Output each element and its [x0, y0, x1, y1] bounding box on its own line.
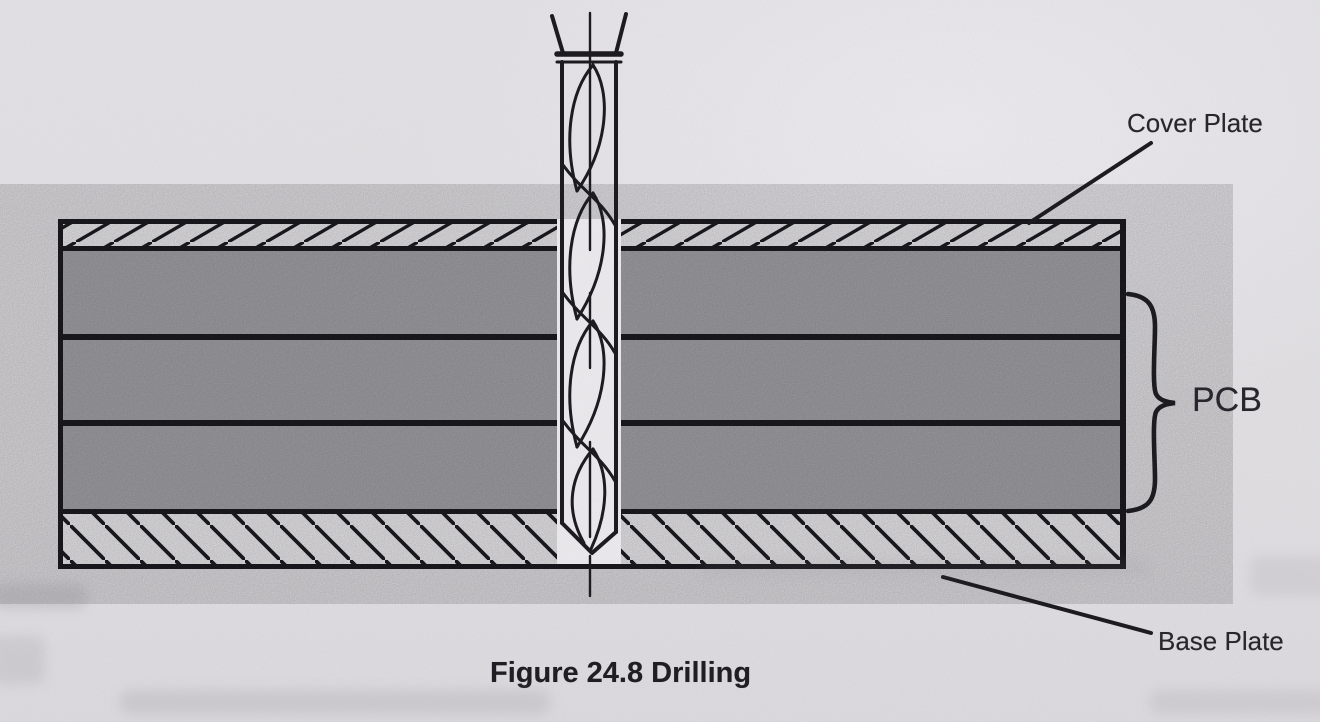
base-plate-label: Base Plate [1158, 626, 1284, 656]
figure-caption: Figure 24.8 Drilling [490, 657, 752, 689]
cover-plate-label: Cover Plate [1127, 108, 1263, 138]
pcb-label: PCB [1192, 381, 1262, 419]
